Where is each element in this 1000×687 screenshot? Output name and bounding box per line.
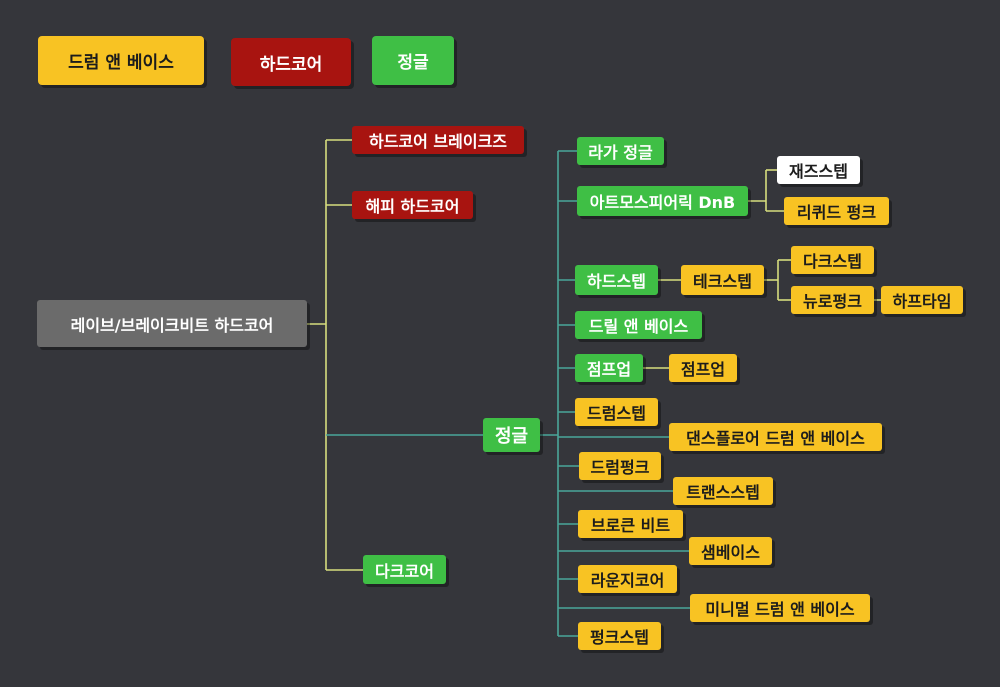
legend-hardcore: 하드코어 (231, 38, 351, 86)
node-jump-up-yellow: 점프업 (669, 354, 737, 382)
node-drumfunk: 드럼펑크 (579, 452, 661, 480)
node-minimal-dnb: 미니멀 드럼 앤 베이스 (690, 594, 870, 622)
node-atmospheric-dnb: 아트모스피어릭 DnB (577, 186, 748, 216)
node-transstep: 트랜스스텝 (673, 477, 773, 505)
node-darkcore: 다크코어 (363, 555, 446, 584)
node-liquid-funk: 리퀴드 펑크 (784, 197, 889, 225)
node-hardcore-breaks: 하드코어 브레이크즈 (352, 126, 524, 154)
node-ragga-jungle: 라가 정글 (577, 137, 664, 165)
node-rave-breakbeat-hardcore: 레이브/브레이크비트 하드코어 (37, 300, 307, 347)
node-dancefloor-dnb: 댄스플로어 드럼 앤 베이스 (669, 423, 882, 451)
node-drill-n-bass: 드릴 앤 베이스 (575, 311, 702, 339)
legend-jungle: 정글 (372, 36, 454, 85)
node-darkstep: 다크스텝 (791, 246, 874, 274)
node-loungecore: 라운지코어 (578, 565, 677, 593)
node-techstep: 테크스텝 (681, 265, 764, 295)
node-drumstep: 드럼스텝 (575, 398, 658, 426)
node-jump-up-green: 점프업 (575, 354, 643, 382)
node-funkstep: 펑크스텝 (578, 622, 661, 650)
node-jungle: 정글 (483, 418, 540, 452)
legend-drum-and-bass: 드럼 앤 베이스 (38, 36, 204, 85)
node-neurofunk: 뉴로펑크 (791, 286, 874, 314)
node-sambass: 샘베이스 (689, 537, 772, 565)
node-happy-hardcore: 해피 하드코어 (352, 191, 473, 219)
node-hardstep: 하드스텝 (575, 265, 658, 295)
node-broken-beat: 브로큰 비트 (578, 510, 683, 538)
node-jazzstep: 재즈스텝 (777, 156, 860, 184)
node-halftime: 하프타임 (881, 286, 963, 314)
